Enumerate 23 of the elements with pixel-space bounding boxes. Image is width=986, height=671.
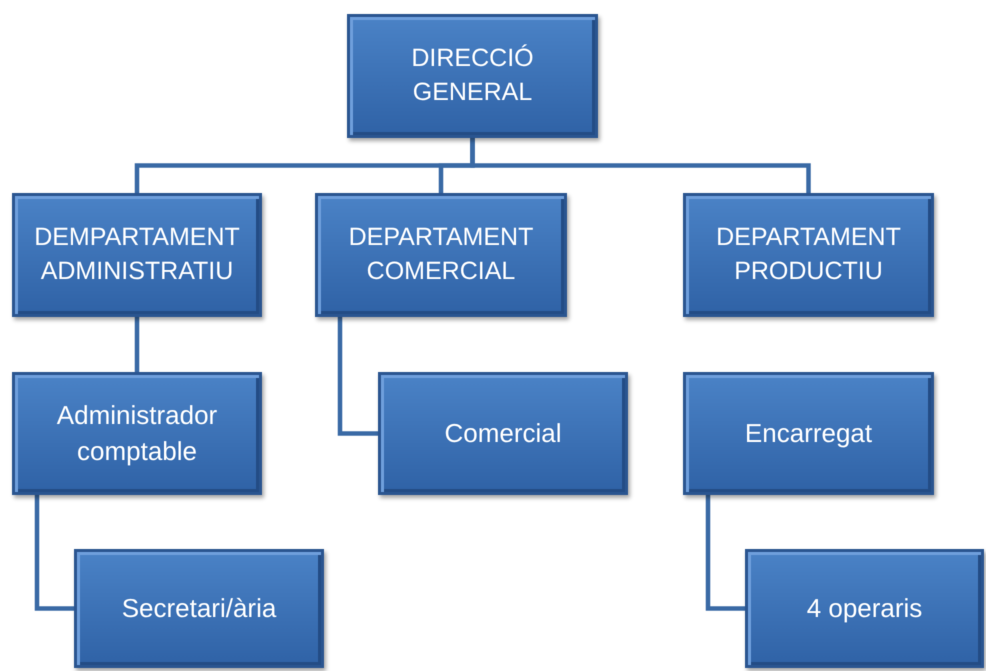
org-box — [315, 193, 567, 317]
connector-line — [470, 138, 811, 193]
org-box — [74, 549, 324, 668]
box-label: DEMPARTAMENT ADMINISTRATIU — [33, 222, 241, 287]
org-box — [12, 193, 262, 317]
box-label: DEPARTAMENT COMERCIAL — [348, 222, 534, 287]
org-box — [347, 14, 598, 138]
connector-line — [34, 495, 74, 611]
box-label: DIRECCIÓ GENERAL — [410, 43, 535, 108]
org-box — [378, 372, 628, 495]
org-box — [745, 549, 984, 668]
connector-line — [134, 317, 140, 372]
box-label: 4 operaris — [806, 592, 924, 625]
box-label: Encarregat — [744, 416, 874, 450]
box-label: Comercial — [443, 416, 563, 450]
box-label: Administrador comptable — [56, 399, 218, 468]
org-box — [683, 193, 934, 317]
org-box — [12, 372, 262, 495]
connector-line — [338, 317, 378, 436]
box-label: Secretari/ària — [120, 592, 278, 625]
box-label: DEPARTAMENT PRODUCTIU — [715, 222, 902, 287]
org-box — [683, 372, 934, 495]
connector-line — [706, 495, 745, 611]
